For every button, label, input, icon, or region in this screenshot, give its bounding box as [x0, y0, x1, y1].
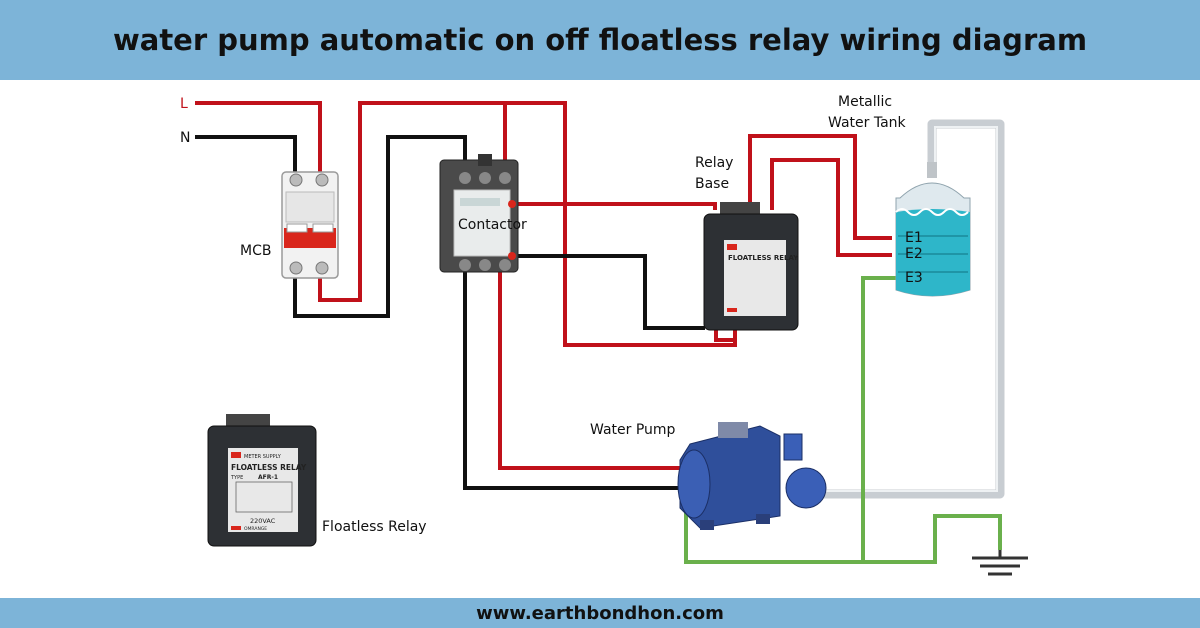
electrode-e1-label: E1 [905, 230, 923, 246]
floatless-relay-device: METER SUPPLY FLOATLESS RELAY AFR-1 TYPE … [207, 414, 317, 547]
water-pipe [800, 119, 1005, 499]
relay-with-base: FLOATLESS RELAY [703, 202, 799, 331]
relay-supply-text: METER SUPPLY [244, 454, 282, 460]
wiring-diagram: FLOATLESS RELAY METER SUPPLY FLOATLESS R… [180, 94, 1028, 576]
neutral-label: N [180, 130, 190, 146]
relay-base-label-line2: Base [695, 176, 729, 192]
earth-wires [684, 276, 1002, 564]
mcb-breaker [281, 171, 339, 279]
footer-banner: www.earthbondhon.com [0, 598, 1200, 628]
water-pump [677, 422, 827, 530]
relay-base-label-line1: Relay [695, 155, 733, 171]
earth-ground-symbol [972, 550, 1028, 576]
mcb-label: MCB [240, 243, 271, 259]
tank-label-line1: Metallic [838, 94, 892, 110]
contactor-device [439, 154, 519, 273]
relay-top-name: FLOATLESS RELAY [728, 254, 799, 262]
footer-url: www.earthbondhon.com [476, 602, 724, 624]
pump-label: Water Pump [590, 422, 676, 438]
line-label: L [180, 96, 188, 112]
relay-voltage-text: 220VAC [250, 517, 276, 525]
tank-label-line2: Water Tank [828, 115, 907, 131]
page-title: water pump automatic on off floatless re… [112, 23, 1088, 57]
floatless-relay-label: Floatless Relay [322, 519, 427, 535]
relay-model-text: AFR-1 [258, 474, 278, 481]
line-wires [195, 101, 892, 470]
relay-brand-text: OMRANGE [244, 526, 267, 532]
electrode-e2-label: E2 [905, 246, 923, 262]
relay-name-text: FLOATLESS RELAY [231, 463, 307, 472]
metallic-water-tank [895, 162, 971, 297]
neutral-wires [195, 135, 705, 490]
contactor-label: Contactor [458, 217, 527, 233]
relay-type-text: TYPE [230, 475, 243, 481]
electrode-e3-label: E3 [905, 270, 923, 286]
header-banner: water pump automatic on off floatless re… [0, 0, 1200, 80]
